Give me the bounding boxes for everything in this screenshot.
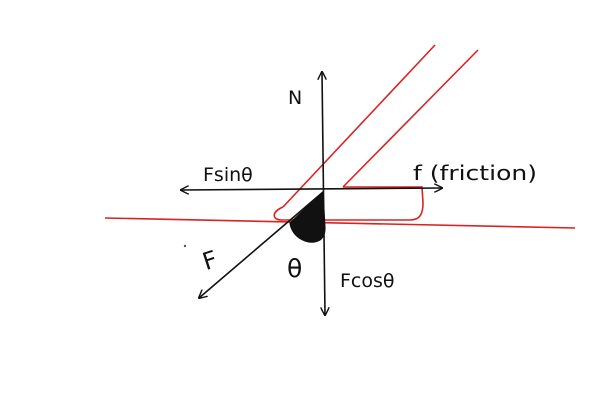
vertical-axis-arrow — [322, 72, 325, 315]
label-friction: f (friction) — [413, 161, 537, 185]
handle-left-edge — [282, 44, 436, 208]
handle-right-edge — [342, 49, 479, 188]
ground-line — [104, 217, 576, 229]
label-angle: θ — [287, 254, 302, 283]
angle-wedge — [289, 190, 326, 243]
label-horizontal-component: Fsinθ — [203, 164, 253, 186]
horizontal-axis-arrow — [181, 188, 442, 190]
applied-force-arrow — [199, 191, 324, 298]
stray-dot — [183, 244, 187, 248]
object-base — [273, 186, 424, 221]
label-normal-force: N — [288, 87, 302, 109]
label-applied-force: F — [199, 245, 221, 276]
label-vertical-component: Fcosθ — [340, 270, 395, 292]
